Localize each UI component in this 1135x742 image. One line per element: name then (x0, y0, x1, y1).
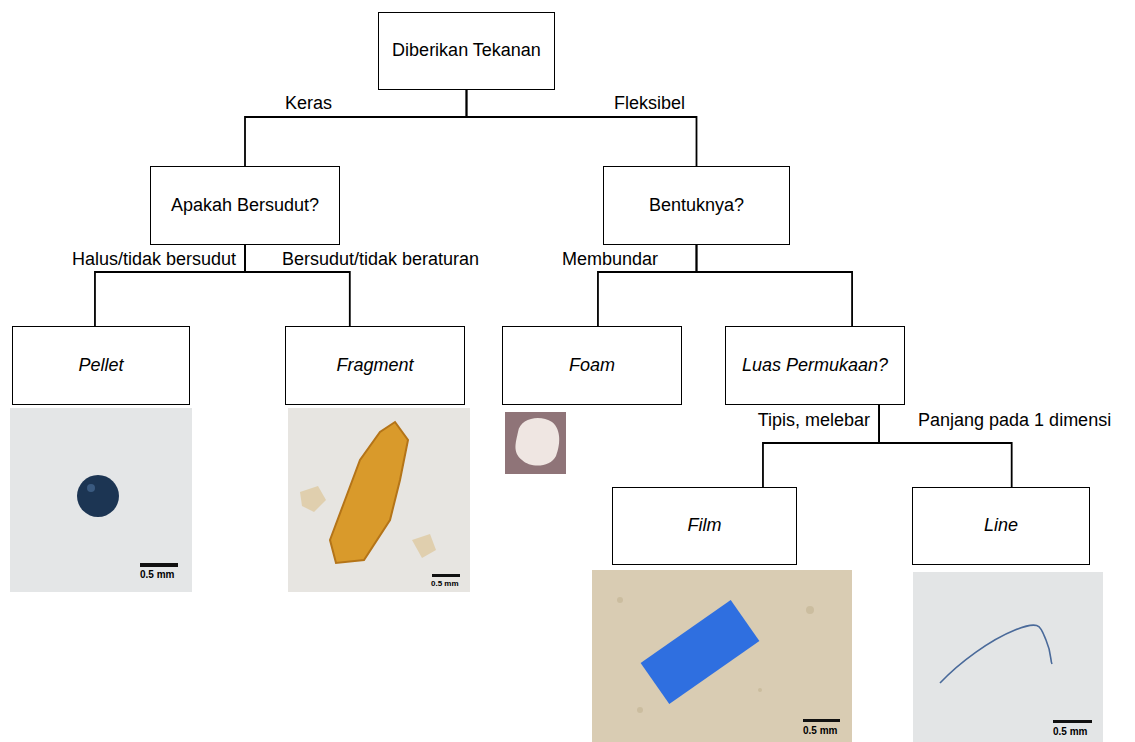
foam-particle (516, 418, 560, 466)
sand-grain (806, 606, 814, 614)
branch-label: Tipis, melebar (756, 410, 872, 431)
tree-connector (245, 90, 467, 166)
category-box: Line (912, 487, 1090, 565)
photo-ground (913, 572, 1103, 742)
scale-label: 0.5 mm (1053, 727, 1087, 737)
branch-label: Panjang pada 1 dimensi (916, 410, 1113, 431)
node-text: Foam (569, 355, 615, 377)
decision-box: Bentuknya? (603, 166, 790, 245)
scale-label: 0.5 mm (431, 580, 459, 588)
scale-bar (803, 719, 840, 722)
fragment-debris (412, 534, 436, 558)
category-box: Film (612, 487, 797, 565)
node-text: Fragment (336, 355, 413, 377)
tree-connector (697, 245, 853, 326)
sand-grain (637, 707, 643, 713)
tree-connector (467, 90, 697, 166)
scale-bar (140, 563, 178, 567)
branch-label: Membundar (560, 249, 660, 270)
node-text: Luas Permukaan? (742, 355, 888, 377)
foam-photo (505, 412, 566, 474)
node-text: Bentuknya? (649, 195, 744, 217)
scale-label: 0.5 mm (803, 726, 837, 736)
branch-label: Halus/tidak bersudut (70, 249, 238, 270)
category-box: Pellet (12, 326, 190, 405)
fragment-particle (330, 422, 408, 563)
pellet-particle (77, 475, 119, 517)
node-text: Diberikan Tekanan (392, 40, 541, 62)
pellet-highlight (87, 484, 95, 492)
category-box: Fragment (285, 326, 465, 405)
decision-box: Luas Permukaan? (725, 326, 905, 405)
sand-grain (758, 688, 762, 692)
line-fiber (940, 625, 1052, 683)
root-box: Diberikan Tekanan (378, 12, 555, 90)
film-photo (592, 570, 852, 742)
node-text: Pellet (78, 355, 123, 377)
line-photo (913, 572, 1103, 742)
scale-bar (1053, 720, 1092, 723)
photo-ground (288, 408, 470, 592)
sand-grain (617, 597, 623, 603)
category-box: Foam (502, 326, 682, 405)
scale-bar (432, 574, 460, 577)
film-sheet (641, 600, 760, 704)
photo-ground (505, 412, 566, 474)
node-text: Apakah Bersudut? (171, 195, 319, 217)
branch-label: Keras (283, 93, 334, 114)
branch-label: Bersudut/tidak beraturan (280, 249, 481, 270)
node-text: Film (688, 515, 722, 537)
film-particle (641, 600, 760, 704)
node-text: Line (984, 515, 1018, 537)
photo-ground (592, 570, 852, 742)
fragment-debris (300, 486, 326, 512)
pellet-photo (10, 408, 192, 592)
fragment-photo (288, 408, 470, 592)
decision-box: Apakah Bersudut? (150, 166, 340, 245)
branch-label: Fleksibel (612, 93, 687, 114)
photo-ground (10, 408, 192, 592)
scale-label: 0.5 mm (140, 570, 174, 580)
